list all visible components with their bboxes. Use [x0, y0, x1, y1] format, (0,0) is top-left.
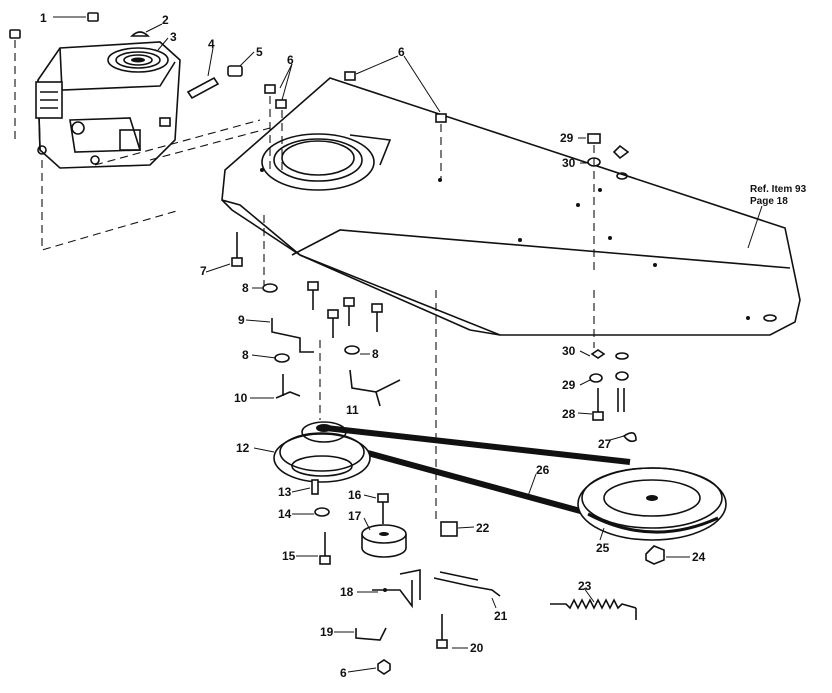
label-part-4: 4	[208, 37, 215, 51]
label-part-8-a: 8	[242, 281, 249, 295]
callout-labels: 1 2 3 4 5 6 6 7 8 9 8 8 10 11 12 13 14 1…	[40, 11, 706, 680]
part-23-spring	[550, 598, 637, 620]
label-part-19: 19	[320, 625, 334, 639]
part-24-nut	[645, 545, 665, 565]
label-part-30-a: 30	[562, 156, 576, 170]
part-9-rod	[271, 318, 314, 353]
part-20-pin	[436, 614, 448, 649]
label-part-7: 7	[200, 264, 207, 278]
part-15-bolt	[319, 532, 331, 565]
part-12-drive-pulley	[273, 421, 371, 483]
label-part-26: 26	[536, 463, 550, 477]
part-10-rod	[275, 374, 301, 399]
label-part-17: 17	[348, 509, 362, 523]
part-7-bolt	[231, 215, 265, 285]
reference-line-1: Ref. Item 93	[750, 184, 807, 195]
label-part-16: 16	[348, 488, 362, 502]
label-part-29-b: 29	[562, 378, 576, 392]
part-14-washer	[314, 507, 330, 517]
engine-nut	[159, 117, 171, 127]
label-part-6-c: 6	[340, 666, 347, 680]
reference-note: Ref. Item 93 Page 18	[747, 184, 807, 249]
mounting-bolts	[307, 281, 437, 520]
part-6-nuts	[264, 55, 447, 180]
part-8-washers	[262, 283, 360, 363]
label-part-15: 15	[282, 549, 296, 563]
label-part-23: 23	[578, 579, 592, 593]
label-part-18: 18	[340, 585, 354, 599]
label-part-8-c: 8	[372, 347, 379, 361]
label-part-5: 5	[256, 45, 263, 59]
part-17-idler-pulley	[361, 524, 407, 558]
part-13-key	[311, 479, 319, 495]
alignment-line	[149, 127, 271, 161]
label-part-24: 24	[692, 550, 706, 564]
part-3-engine-cap	[107, 47, 169, 73]
part-25-driven-pulley	[577, 467, 727, 541]
label-part-2: 2	[162, 13, 169, 27]
label-part-29-a: 29	[560, 131, 574, 145]
label-part-9: 9	[238, 313, 245, 327]
label-part-20: 20	[470, 641, 484, 655]
part-1-nut	[9, 12, 99, 140]
label-part-22: 22	[476, 521, 490, 535]
part-6-bottom-nut	[377, 659, 391, 675]
label-part-1: 1	[40, 11, 47, 25]
idler-hardware-bottom	[589, 290, 629, 421]
label-part-27: 27	[598, 437, 612, 451]
alignment-line	[41, 160, 181, 251]
part-16-bolt	[377, 493, 389, 524]
part-21-lever	[433, 571, 501, 597]
label-part-6-a: 6	[287, 53, 294, 67]
part-22-spacer	[440, 521, 458, 537]
label-part-6-b: 6	[398, 45, 405, 59]
reference-line-2: Page 18	[750, 196, 788, 207]
label-part-14: 14	[278, 507, 292, 521]
label-part-30-b: 30	[562, 344, 576, 358]
idler-hardware-top	[587, 133, 630, 275]
label-part-3: 3	[170, 30, 177, 44]
label-part-28: 28	[562, 407, 576, 421]
part-2-cap	[130, 31, 150, 37]
label-part-25: 25	[596, 541, 610, 555]
part-4-sleeve	[186, 47, 220, 100]
part-11-rod	[349, 369, 401, 407]
leader-lines	[53, 16, 690, 673]
part-18-bracket	[372, 569, 421, 609]
part-27-clip	[622, 432, 637, 443]
label-part-11: 11	[346, 403, 359, 417]
label-part-12: 12	[236, 441, 250, 455]
part-19-bracket	[355, 627, 387, 641]
label-part-21: 21	[494, 609, 508, 623]
label-part-8-b: 8	[242, 348, 249, 362]
deck-plate	[221, 77, 801, 336]
engine	[35, 41, 181, 169]
label-part-13: 13	[278, 485, 292, 499]
alignment-line	[94, 119, 261, 166]
part-5-fitting	[227, 51, 255, 77]
label-part-10: 10	[234, 391, 248, 405]
